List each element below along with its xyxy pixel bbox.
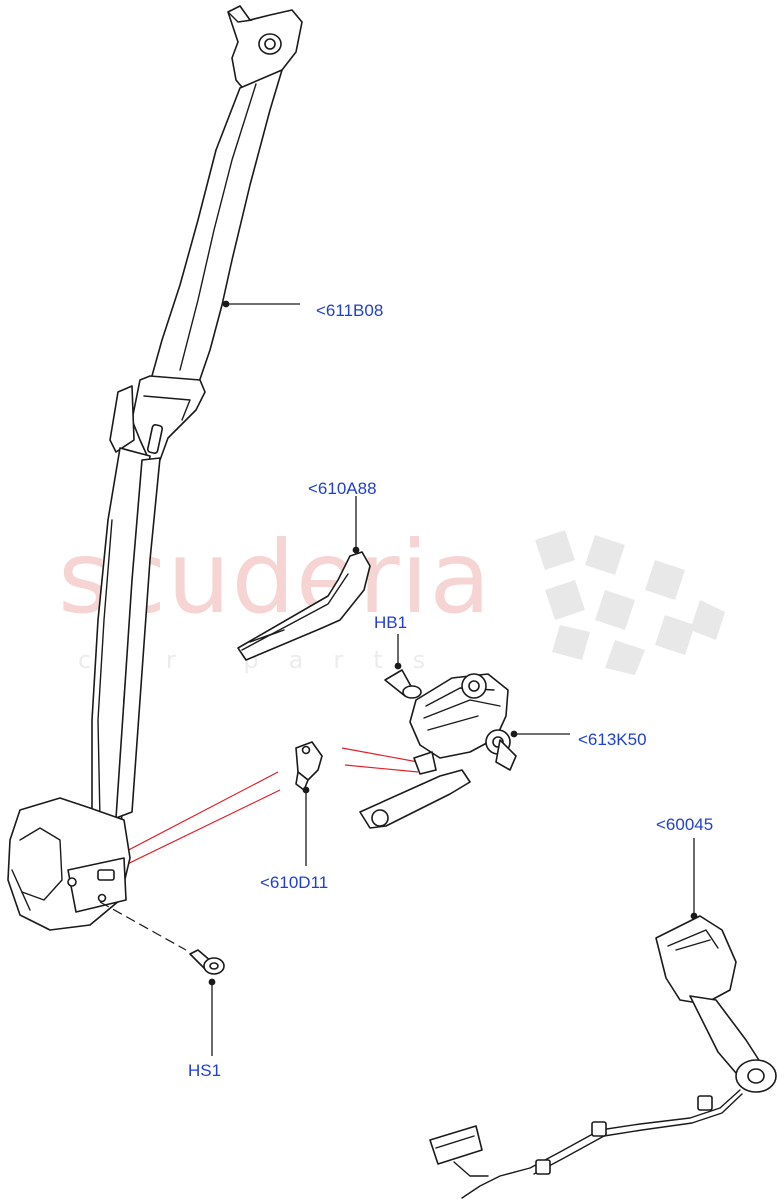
watermark: scuderia car parts xyxy=(58,519,725,675)
callout-bolt-hs: HS1 xyxy=(188,1061,221,1080)
seat-belt-buckle xyxy=(429,915,777,1199)
leader-lines xyxy=(208,300,698,1056)
bolt-hs1 xyxy=(99,901,225,975)
callout-labels: <611B08 <610A88 HB1 <613K50 <610D11 <600… xyxy=(188,301,713,1080)
callout-buckle: <60045 xyxy=(656,815,713,834)
callout-guide: <610A88 xyxy=(308,479,377,498)
checkered-flag-logo xyxy=(535,530,725,675)
mounting-bracket xyxy=(295,741,323,791)
callout-bolt-hb: HB1 xyxy=(374,613,407,632)
seat-belt-assembly xyxy=(7,5,303,931)
callout-seat-belt: <611B08 xyxy=(316,301,383,320)
callout-bracket: <610D11 xyxy=(260,873,328,892)
webbing-guide xyxy=(237,551,371,661)
height-adjuster-assembly xyxy=(359,669,517,829)
callout-height-adjuster: <613K50 xyxy=(578,730,647,749)
